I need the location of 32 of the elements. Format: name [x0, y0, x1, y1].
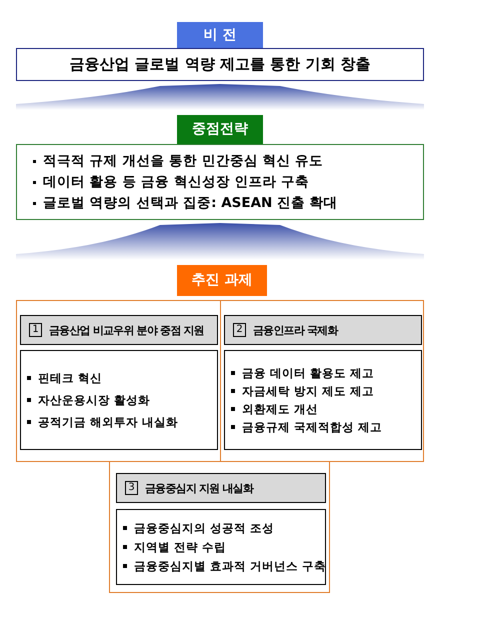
list-item: 핀테크 혁신	[38, 370, 102, 387]
task-title: 금융산업 비교우위 분야 중점 지원	[49, 322, 204, 338]
list-item: 공적기금 해외투자 내실화	[38, 414, 178, 431]
chevron-arrow	[16, 84, 424, 110]
list-item: 외환제도 개선	[242, 401, 318, 418]
list-item: 적극적 규제 개선을 통한 민간중심 혁신 유도	[43, 152, 324, 171]
list-item: 지역별 전략 수립	[134, 538, 226, 556]
list-item: 금융중심지의 성공적 조성	[134, 520, 274, 536]
list-item: 금융규제 국제적합성 제고	[242, 419, 382, 436]
chevron-arrow	[16, 223, 424, 260]
vision-tab: 비 전	[177, 22, 263, 48]
list-item: 글로벌 역량의 선택과 집중: ASEAN 진출 확대	[43, 194, 338, 213]
task-frame	[109, 461, 330, 593]
number-badge: 2	[233, 323, 246, 337]
task-header	[224, 315, 422, 345]
number-badge: 1	[29, 323, 42, 337]
task-list-box	[224, 350, 422, 450]
task-header	[20, 315, 218, 345]
list-item: 데이터 활용 등 금융 혁신성장 인프라 구축	[43, 173, 310, 192]
strategy-tab: 중점전략	[177, 115, 263, 144]
task-list-box	[116, 509, 326, 585]
task-tab: 추진 과제	[177, 265, 267, 296]
list-item: 자산운용시장 활성화	[38, 392, 150, 409]
list-item: 자금세탁 방지 제도 제고	[242, 383, 374, 400]
vision-text: 금융산업 글로벌 역량 제고를 통한 기회 창출	[68, 54, 372, 75]
task-header	[116, 473, 326, 503]
number-badge: 3	[125, 481, 138, 495]
task-title: 금융중심지 지원 내실화	[145, 480, 254, 496]
list-item: 금융중심지별 효과적 거버넌스 구축	[134, 558, 326, 574]
task-title: 금융인프라 국제화	[253, 322, 338, 338]
list-item: 금융 데이터 활용도 제고	[242, 365, 374, 382]
task-list-box	[20, 350, 218, 450]
